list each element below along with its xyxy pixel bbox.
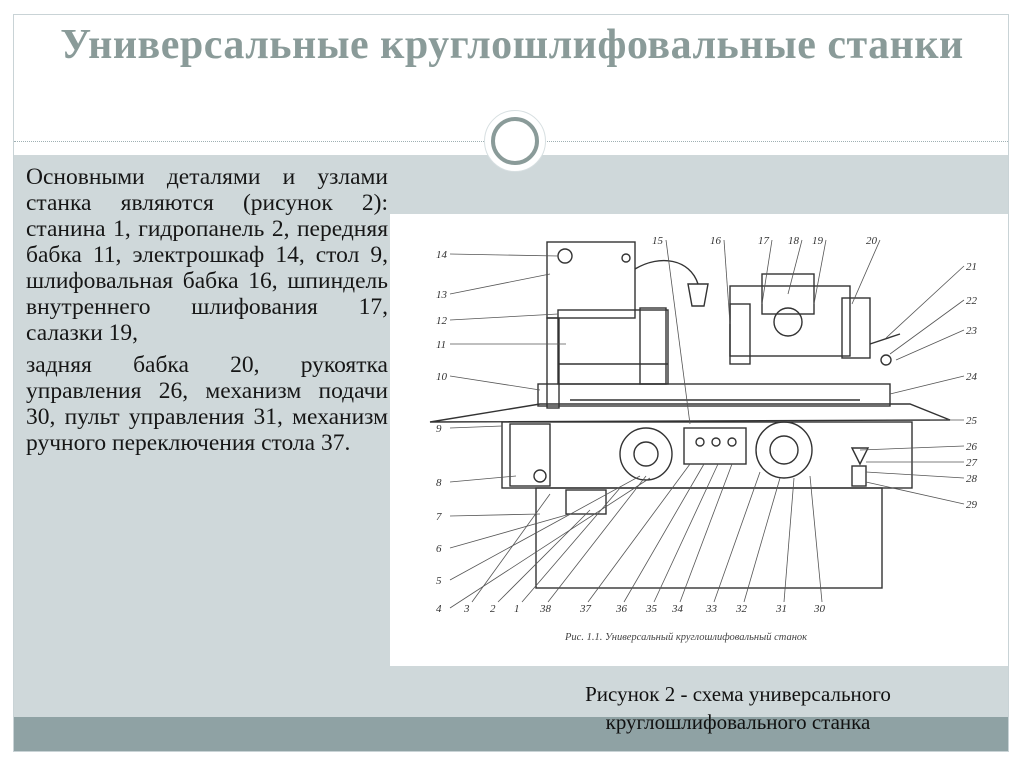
callout-3: 3	[463, 603, 470, 615]
callout-7: 7	[436, 511, 442, 523]
leader-line	[449, 513, 541, 517]
callout-4: 4	[436, 603, 442, 615]
callout-36: 36	[615, 603, 628, 615]
callout-6: 6	[436, 543, 442, 555]
leader-line	[865, 471, 965, 479]
callout-13: 13	[436, 289, 448, 301]
callout-11: 11	[436, 339, 446, 351]
leader-line	[889, 375, 965, 395]
leader-line	[449, 475, 641, 581]
leader-line	[865, 481, 965, 505]
callout-17: 17	[758, 235, 770, 247]
ring-icon	[491, 117, 539, 165]
bottom-band	[14, 717, 1008, 751]
callout-26: 26	[966, 441, 978, 453]
leader-line	[889, 299, 965, 355]
callout-31: 31	[775, 603, 787, 615]
leader-line	[623, 463, 705, 603]
leader-line	[761, 239, 773, 305]
leader-line	[653, 463, 719, 603]
callout-2: 2	[490, 603, 496, 615]
callout-14: 14	[436, 249, 448, 261]
callout-10: 10	[436, 371, 448, 383]
callout-20: 20	[866, 235, 878, 247]
leader-line	[895, 329, 965, 361]
leader-line	[449, 513, 571, 549]
leader-line	[449, 313, 559, 321]
leader-line	[787, 239, 803, 295]
leader-line	[679, 463, 733, 603]
leader-line	[665, 239, 691, 425]
callout-9: 9	[436, 423, 442, 435]
callout-19: 19	[812, 235, 824, 247]
callout-38: 38	[539, 603, 552, 615]
leader-line	[587, 463, 691, 603]
callout-15: 15	[652, 235, 664, 247]
leader-line	[521, 487, 621, 603]
paragraph-1: Основными деталями и узлами станка являю…	[26, 164, 388, 346]
callout-29: 29	[966, 499, 978, 511]
callout-33: 33	[705, 603, 718, 615]
leader-line	[713, 471, 761, 603]
callout-21: 21	[966, 261, 977, 273]
callout-27: 27	[966, 457, 978, 469]
callout-34: 34	[671, 603, 684, 615]
figure-caption: Рисунок 2 - схема универсального круглош…	[585, 682, 891, 734]
leader-line	[723, 239, 731, 325]
leader-line	[743, 477, 781, 603]
leader-line	[809, 475, 823, 603]
callout-32: 32	[735, 603, 748, 615]
leader-line	[783, 477, 795, 603]
callout-18: 18	[788, 235, 800, 247]
leader-line	[813, 239, 827, 305]
callout-23: 23	[966, 325, 978, 337]
leader-line	[471, 493, 551, 603]
callout-12: 12	[436, 315, 448, 327]
leader-line	[885, 265, 965, 339]
leader-line	[859, 445, 965, 451]
leader-line	[547, 475, 647, 603]
leader-line	[449, 253, 559, 257]
figure-inner-caption: Рис. 1.1. Универсальный круглошлифовальн…	[564, 632, 807, 643]
leader-line	[449, 425, 503, 429]
callout-25: 25	[966, 415, 978, 427]
callout-5: 5	[436, 575, 442, 587]
leader-line	[449, 475, 517, 483]
callout-1: 1	[514, 603, 520, 615]
callout-22: 22	[966, 295, 978, 307]
callout-30: 30	[813, 603, 826, 615]
leader-line	[449, 375, 541, 391]
leader-line	[851, 239, 881, 305]
callout-37: 37	[579, 603, 592, 615]
callout-28: 28	[966, 473, 978, 485]
callout-35: 35	[645, 603, 658, 615]
leader-line	[497, 509, 591, 603]
slide-frame	[13, 14, 1009, 752]
paragraph-2: задняя бабка 20, рукоятка управления 26,…	[26, 352, 388, 456]
callout-24: 24	[966, 371, 978, 383]
callout-16: 16	[710, 235, 722, 247]
slide-title: Универсальные круглошлифовальные станки	[60, 22, 964, 68]
callout-8: 8	[436, 477, 442, 489]
leader-line	[449, 273, 551, 295]
body-text: Основными деталями и узлами станка являю…	[26, 164, 388, 456]
